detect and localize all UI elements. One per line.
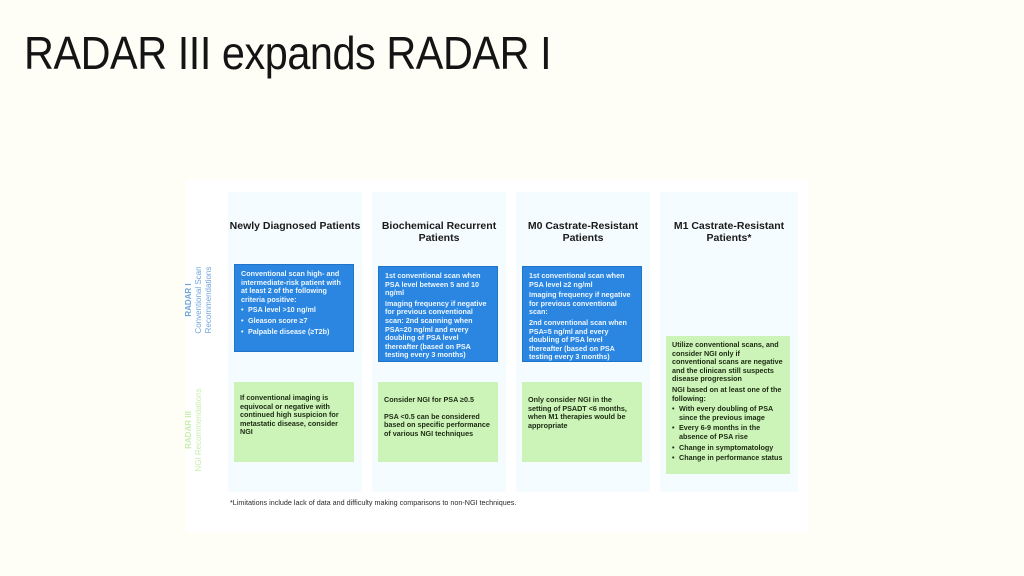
list-item: Change in symptomatology [672,443,784,453]
radar3-box-biochemical-recurrent: Consider NGI for PSA ≥0.5 PSA <0.5 can b… [378,382,498,462]
criteria-list: PSA level >10 ng/ml Gleason score ≥7 Pal… [241,306,347,336]
row-label-radar1: RADAR I Conventional Scan Recommendation… [184,240,224,360]
radar1-box-newly-diagnosed: Conventional scan high- and intermediate… [234,264,354,352]
column-biochemical-recurrent: Biochemical Recurrent Patients 1st conve… [372,192,506,492]
list-item: Gleason score ≥7 [241,316,347,326]
radar3-box-newly-diagnosed: If conventional imaging is equivocal or … [234,382,354,462]
column-header: Newly Diagnosed Patients [229,220,361,232]
box-text: Consider NGI for PSA ≥0.5 [384,395,474,404]
column-newly-diagnosed: Newly Diagnosed Patients Conventional sc… [228,192,362,492]
row-label-radar1-title: RADAR I [184,283,193,317]
list-item: Change in performance status [672,454,784,463]
box-text: Imaging frequency if negative for previo… [529,290,631,317]
box-text: NGI based on at least one of the followi… [672,384,782,403]
box-text: 1st conventional scan when PSA level ≥2 … [529,271,625,289]
list-item: Palpable disease (≥T2b) [241,327,347,337]
list-item: Every 6-9 months in the absence of PSA r… [672,423,784,441]
row-label-radar3: RADAR III NGI Recommendations [184,370,224,490]
radar1-box-biochemical-recurrent: 1st conventional scan when PSA level bet… [378,266,498,362]
row-label-radar3-line2: NGI Recommendations [194,388,203,472]
column-m0-castrate-resistant: M0 Castrate-Resistant Patients 1st conve… [516,192,650,492]
list-item: With every doubling of PSA since the pre… [672,404,784,422]
row-label-radar1-line2: Conventional Scan [194,266,203,334]
box-text: Utilize conventional scans, and consider… [672,340,783,384]
box-text: Imaging frequency if negative for previo… [385,298,487,360]
column-header: Biochemical Recurrent Patients [381,220,497,244]
box-text: Only consider NGI in the setting of PSAD… [528,395,627,430]
radar-comparison-figure: RADAR I Conventional Scan Recommendation… [184,180,808,532]
criteria-list: With every doubling of PSA since the pre… [672,404,784,463]
row-label-radar3-title: RADAR III [184,411,193,449]
list-item: PSA level >10 ng/ml [241,306,347,315]
radar3-box-m0-castrate-resistant: Only consider NGI in the setting of PSAD… [522,382,642,462]
box-text: PSA <0.5 can be considered based on spec… [384,411,490,438]
slide-title: RADAR III expands RADAR I [24,27,552,79]
column-header: M1 Castrate-Resistant Patients* [673,220,785,244]
column-m1-castrate-resistant: M1 Castrate-Resistant Patients* Utilize … [660,192,798,492]
row-label-radar1-line3: Recommendations [204,266,213,334]
box-text: Conventional scan high- and intermediate… [241,269,341,304]
footnote: *Limitations include lack of data and di… [230,498,517,507]
radar1-box-m0-castrate-resistant: 1st conventional scan when PSA level ≥2 … [522,266,642,362]
column-header: M0 Castrate-Resistant Patients [527,220,639,244]
radar3-box-m1-castrate-resistant: Utilize conventional scans, and consider… [666,336,790,474]
box-text: 1st conventional scan when PSA level bet… [385,271,481,298]
box-text: 2nd conventional scan when PSA≈5 ng/ml a… [529,317,627,362]
box-text: If conventional imaging is equivocal or … [240,393,339,437]
